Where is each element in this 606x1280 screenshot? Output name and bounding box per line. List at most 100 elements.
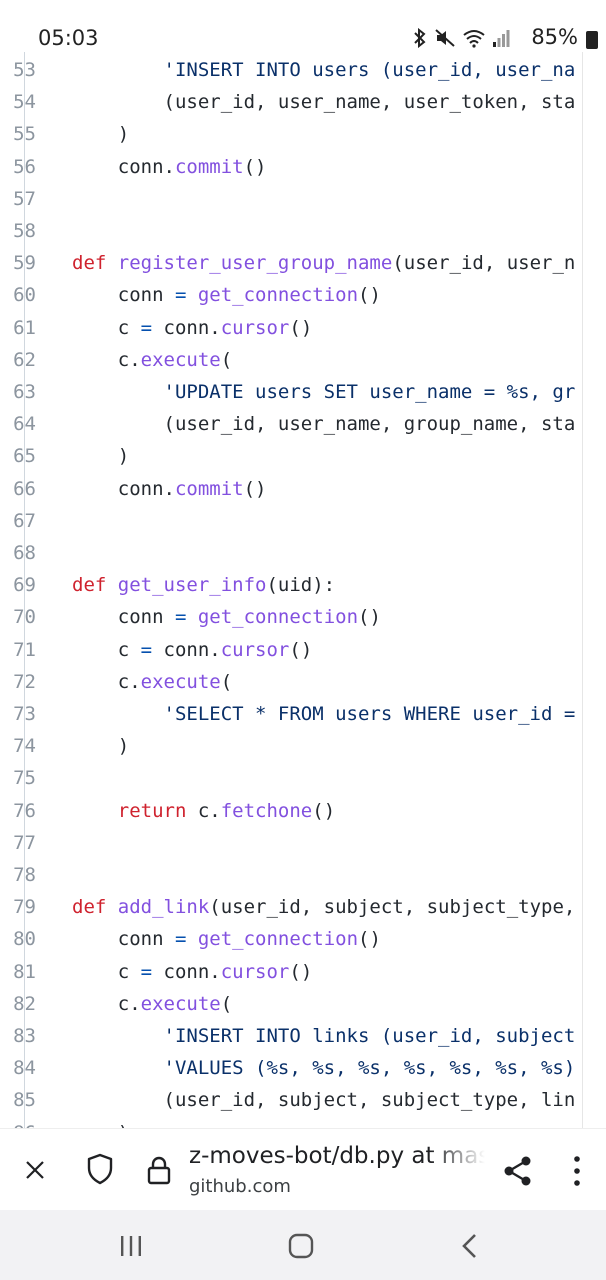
code-token: c [72,316,141,339]
code-line: 57 [0,183,606,215]
line-number[interactable]: 83 [13,1025,36,1047]
code-token: fetchone [220,799,313,822]
home-icon[interactable] [288,1233,314,1259]
back-icon[interactable] [460,1233,480,1259]
code-token: 'INSERT INTO users (user_id, user_na [72,59,576,81]
battery-icon [586,31,598,49]
line-number[interactable]: 53 [13,59,36,81]
more-menu-icon[interactable] [570,1154,584,1188]
line-source: return c.fetchone() [72,795,582,827]
line-number[interactable]: 59 [13,252,36,275]
share-icon[interactable] [502,1155,534,1187]
code-token: () [289,638,313,661]
line-number[interactable]: 57 [13,187,36,210]
code-line: 74 ) [0,730,606,762]
line-number[interactable]: 76 [13,799,36,822]
line-source: c = conn.cursor() [72,956,582,988]
code-token: conn. [72,477,175,500]
code-token: cursor [220,638,290,661]
line-number[interactable]: 67 [13,509,36,532]
code-token: = [174,606,187,629]
line-number[interactable]: 66 [13,477,36,500]
code-token: () [289,316,313,339]
line-source: def get_user_info(uid): [72,569,582,601]
code-line: 68 [0,537,606,569]
code-token: add_link [117,896,210,919]
line-number[interactable]: 70 [13,606,36,629]
code-line: 62 c.execute( [0,344,606,376]
code-view[interactable]: 53 'INSERT INTO users (user_id, user_na 5… [0,52,606,1128]
line-number[interactable]: 78 [13,864,36,886]
line-source: ) [72,440,582,472]
code-token: ) [72,123,130,146]
line-source: ) [72,730,582,762]
line-number[interactable]: 69 [13,574,36,597]
system-nav-bar [0,1210,606,1280]
line-number[interactable]: 85 [13,1089,36,1112]
code-token [186,606,197,628]
code-token: () [243,477,267,500]
code-token: get_connection [197,928,359,951]
code-token: (uid): [266,574,336,597]
code-token: c. [72,992,141,1015]
line-number[interactable]: 77 [13,831,36,854]
line-number[interactable]: 55 [13,123,36,146]
line-source: c.execute( [72,344,582,376]
code-token: = [140,316,153,339]
code-line: 61 c = conn.cursor() [0,312,606,344]
line-source: conn = get_connection() [72,279,582,311]
status-time: 05:03 [38,26,99,50]
line-number[interactable]: 79 [13,896,36,919]
line-source: c = conn.cursor() [72,634,582,666]
code-token [72,800,118,822]
close-icon[interactable] [22,1157,48,1183]
code-token: = [174,284,187,307]
line-source: c.execute( [72,988,582,1020]
code-token: = [174,928,187,951]
recents-icon[interactable] [119,1235,143,1257]
line-number[interactable]: 63 [13,381,36,403]
line-source: 'INSERT INTO users (user_id, user_na [72,54,582,86]
code-token [186,928,197,950]
code-token: conn [72,284,175,307]
line-number[interactable]: 58 [13,220,36,242]
line-number[interactable]: 72 [13,670,36,693]
code-line: 78 [0,859,606,891]
code-token: () [312,799,336,822]
status-icons [412,28,510,48]
line-number[interactable]: 86 [0,1117,36,1128]
line-number[interactable]: 84 [13,1057,36,1080]
code-right-border [582,52,583,1128]
code-line: 60 conn = get_connection() [0,279,606,311]
line-number[interactable]: 82 [13,992,36,1015]
page-domain[interactable]: github.com [189,1176,291,1197]
code-line: 84 'VALUES (%s, %s, %s, %s, %s, %s, %s) [0,1052,606,1084]
line-number[interactable]: 81 [13,960,36,983]
code-token: conn. [152,960,221,983]
lock-icon[interactable] [146,1155,172,1185]
line-number[interactable]: 56 [13,155,36,178]
code-line: 86 ) [0,1117,606,1128]
line-number[interactable]: 73 [13,703,36,725]
line-number[interactable]: 61 [13,316,36,339]
line-source: ) [72,1117,582,1128]
line-number[interactable]: 54 [13,91,36,114]
signal-icon [493,30,510,47]
code-token: c. [186,799,221,822]
battery-percent: 85% [531,25,578,49]
line-number[interactable]: 68 [13,542,36,564]
code-token: 'INSERT INTO links (user_id, subject [72,1025,576,1047]
line-number[interactable]: 71 [13,638,36,661]
line-number[interactable]: 65 [13,445,36,468]
line-number[interactable]: 62 [13,348,36,371]
shield-icon[interactable] [86,1153,114,1185]
line-number[interactable]: 60 [13,284,36,307]
line-number[interactable]: 64 [13,413,36,436]
line-number[interactable]: 74 [13,735,36,758]
line-number[interactable]: 75 [13,767,36,790]
code-token: c [72,638,141,661]
line-number[interactable]: 80 [13,928,36,951]
line-source: (user_id, subject, subject_type, lin [72,1084,582,1116]
page-title-fade [430,1143,485,1173]
